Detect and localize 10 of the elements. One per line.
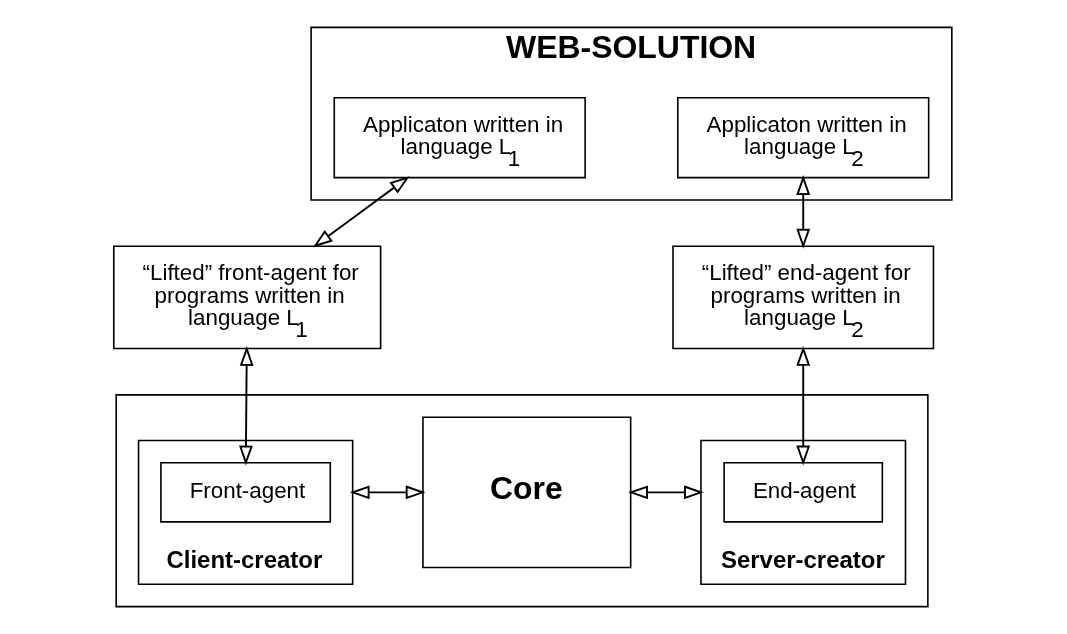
- arrow: [795, 175, 810, 249]
- cluster: [114, 394, 929, 608]
- node-box: Front-agent: [159, 462, 331, 523]
- arrow: [795, 346, 810, 466]
- arrow: [349, 485, 426, 500]
- node-box: End-agent: [722, 462, 883, 523]
- arrow: [312, 176, 409, 248]
- arrow: [627, 485, 704, 500]
- node-box: Core: [421, 416, 631, 569]
- arrow: [238, 346, 254, 466]
